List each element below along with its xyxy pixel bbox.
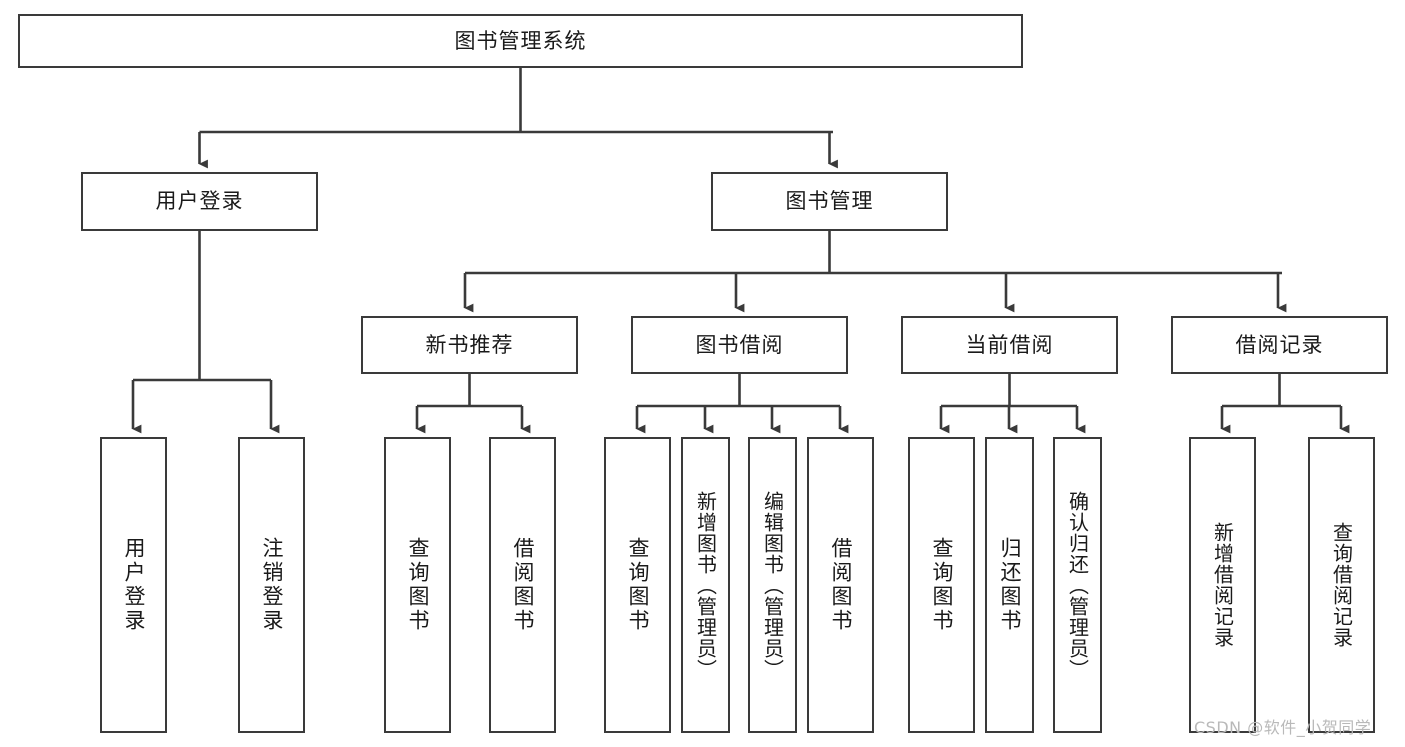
- node-label: 查询借阅记录: [1329, 522, 1354, 648]
- node-label: 借阅图书: [829, 537, 853, 633]
- node-label: 图书管理: [785, 189, 874, 214]
- leaf-cb-return-book[interactable]: 归还图书: [985, 437, 1034, 733]
- node-root-system[interactable]: 图书管理系统: [18, 14, 1023, 68]
- node-label: 归还图书: [998, 537, 1022, 633]
- node-label: 编辑图书（管理员）: [760, 490, 785, 680]
- leaf-br-add-record[interactable]: 新增借阅记录: [1189, 437, 1256, 733]
- node-book-borrow[interactable]: 图书借阅: [631, 316, 848, 374]
- node-user-login[interactable]: 用户登录: [81, 172, 318, 231]
- leaf-nb-query-book[interactable]: 查询图书: [384, 437, 451, 733]
- node-label: 新增借阅记录: [1210, 522, 1235, 648]
- node-label: 注销登录: [260, 537, 284, 633]
- node-label: 借阅图书: [511, 537, 535, 633]
- leaf-bb-borrow-book[interactable]: 借阅图书: [807, 437, 874, 733]
- leaf-user-login[interactable]: 用户登录: [100, 437, 167, 733]
- leaf-logout[interactable]: 注销登录: [238, 437, 305, 733]
- node-new-book-recommend[interactable]: 新书推荐: [361, 316, 578, 374]
- leaf-br-query-record[interactable]: 查询借阅记录: [1308, 437, 1375, 733]
- leaf-nb-borrow-book[interactable]: 借阅图书: [489, 437, 556, 733]
- leaf-bb-query-book[interactable]: 查询图书: [604, 437, 671, 733]
- node-label: 图书管理系统: [454, 28, 587, 53]
- node-label: 查询图书: [626, 537, 650, 633]
- leaf-bb-add-book-admin[interactable]: 新增图书（管理员）: [681, 437, 730, 733]
- node-book-manage[interactable]: 图书管理: [711, 172, 948, 231]
- node-label: 图书借阅: [695, 332, 784, 357]
- node-label: 用户登录: [122, 537, 146, 633]
- node-label: 新增图书（管理员）: [693, 490, 718, 680]
- node-label: 确认归还（管理员）: [1065, 490, 1090, 680]
- node-label: 当前借阅: [965, 332, 1054, 357]
- node-borrow-record[interactable]: 借阅记录: [1171, 316, 1388, 374]
- node-label: 新书推荐: [425, 332, 514, 357]
- node-current-borrow[interactable]: 当前借阅: [901, 316, 1118, 374]
- leaf-cb-confirm-return-admin[interactable]: 确认归还（管理员）: [1053, 437, 1102, 733]
- leaf-cb-query-book[interactable]: 查询图书: [908, 437, 975, 733]
- node-label: 借阅记录: [1235, 332, 1324, 357]
- node-label: 查询图书: [406, 537, 430, 633]
- leaf-bb-edit-book-admin[interactable]: 编辑图书（管理员）: [748, 437, 797, 733]
- node-label: 查询图书: [930, 537, 954, 633]
- node-label: 用户登录: [155, 189, 244, 214]
